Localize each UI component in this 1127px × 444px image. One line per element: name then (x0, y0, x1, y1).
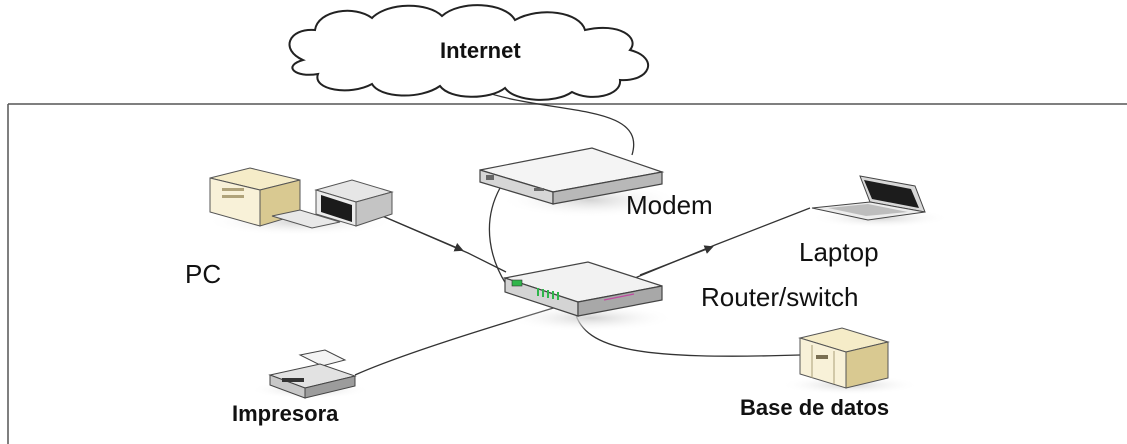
router-label: Router/switch (701, 282, 859, 312)
modem-device (479, 147, 680, 218)
laptop-device (810, 175, 950, 228)
lan-boundary (7, 103, 1127, 444)
laptop-label: Laptop (799, 237, 879, 267)
printer-device (250, 349, 370, 399)
internet-label: Internet (440, 38, 521, 63)
database-label: Base de datos (740, 395, 890, 420)
pc-device (205, 167, 395, 236)
link-modem-router (488, 187, 507, 285)
printer-label: Impresora (232, 401, 339, 426)
database-device (780, 327, 920, 395)
modem-label: Modem (626, 190, 713, 220)
link-laptop-arrow (639, 245, 714, 276)
router-device (502, 261, 675, 332)
pc-label: PC (185, 259, 222, 289)
internet-cloud (288, 4, 650, 101)
